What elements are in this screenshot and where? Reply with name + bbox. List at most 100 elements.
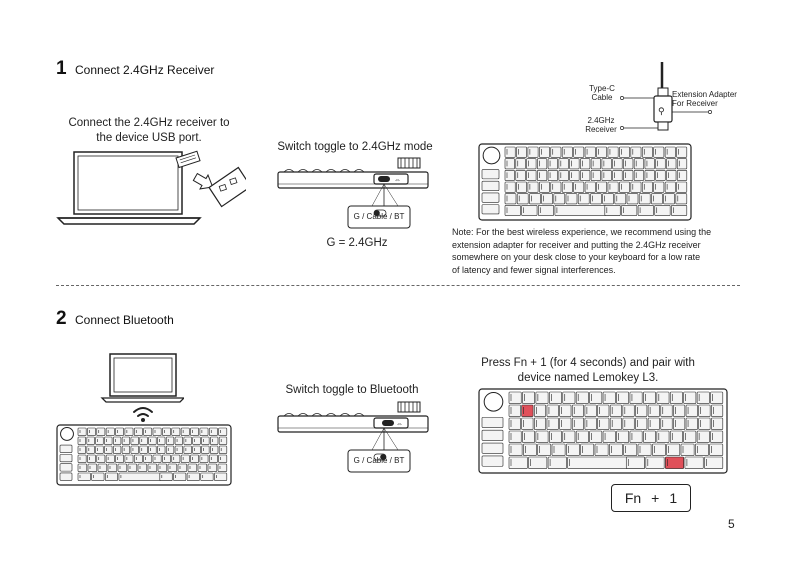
key bbox=[573, 181, 585, 193]
key bbox=[546, 404, 559, 417]
macro-key bbox=[59, 444, 73, 453]
key bbox=[515, 170, 526, 181]
key bbox=[539, 146, 550, 158]
key bbox=[77, 472, 91, 481]
key bbox=[654, 205, 671, 216]
key bbox=[183, 436, 192, 445]
key bbox=[683, 391, 697, 404]
key bbox=[104, 472, 119, 481]
key bbox=[644, 170, 655, 181]
key bbox=[637, 205, 654, 216]
key bbox=[77, 463, 88, 472]
key bbox=[546, 417, 559, 430]
svg-text:⇔: ⇔ bbox=[396, 421, 403, 428]
key bbox=[676, 181, 688, 193]
key bbox=[571, 404, 584, 417]
key bbox=[626, 193, 639, 205]
adapter-label: Extension Adapter For Receiver bbox=[672, 90, 752, 108]
macro-key bbox=[481, 180, 500, 191]
macro-key bbox=[481, 192, 500, 203]
key bbox=[645, 456, 665, 469]
toggle-label-2: G / Cable / BT bbox=[353, 456, 405, 465]
key bbox=[180, 427, 190, 436]
laptop-bluetooth-illustration bbox=[100, 353, 184, 422]
key bbox=[561, 181, 573, 193]
key bbox=[630, 181, 642, 193]
key bbox=[577, 193, 590, 205]
key bbox=[710, 430, 724, 443]
key-1-label: 1 bbox=[669, 490, 678, 506]
key bbox=[643, 430, 656, 443]
key bbox=[210, 445, 219, 454]
key bbox=[573, 146, 585, 158]
key bbox=[526, 158, 537, 170]
key bbox=[504, 205, 521, 216]
key bbox=[157, 463, 168, 472]
key bbox=[174, 445, 183, 454]
section1-number: 1 bbox=[56, 58, 67, 79]
key bbox=[655, 170, 666, 181]
key bbox=[105, 427, 115, 436]
key bbox=[547, 456, 567, 469]
highlighted-key bbox=[665, 456, 685, 469]
key bbox=[508, 404, 521, 417]
key bbox=[559, 404, 572, 417]
key bbox=[666, 158, 677, 170]
key bbox=[622, 404, 635, 417]
key bbox=[199, 427, 209, 436]
key bbox=[148, 445, 157, 454]
key bbox=[562, 391, 576, 404]
key bbox=[96, 454, 106, 463]
macro-key bbox=[481, 429, 504, 441]
key bbox=[550, 181, 562, 193]
key bbox=[148, 436, 157, 445]
key bbox=[596, 146, 608, 158]
note-line-1: Note: For the best wireless experience, … bbox=[452, 227, 712, 237]
key bbox=[641, 146, 653, 158]
key bbox=[671, 205, 688, 216]
key bbox=[656, 391, 670, 404]
key bbox=[623, 170, 634, 181]
key bbox=[190, 427, 199, 436]
key bbox=[547, 158, 558, 170]
key bbox=[602, 193, 614, 205]
key bbox=[589, 391, 603, 404]
key bbox=[641, 181, 653, 193]
key bbox=[133, 427, 143, 436]
key bbox=[698, 417, 711, 430]
key bbox=[589, 430, 603, 443]
key bbox=[165, 445, 175, 454]
key bbox=[616, 430, 630, 443]
key bbox=[171, 454, 181, 463]
key bbox=[565, 193, 578, 205]
key-plus-label: + bbox=[651, 490, 660, 506]
key bbox=[508, 456, 528, 469]
key bbox=[676, 158, 688, 170]
key bbox=[504, 181, 516, 193]
receiver-label-line1: 2.4GHz bbox=[587, 116, 615, 125]
key bbox=[644, 158, 655, 170]
highlighted-key bbox=[521, 404, 534, 417]
key bbox=[569, 170, 580, 181]
pair-caption-line2: device named Lemokey L3. bbox=[517, 372, 659, 384]
keyboard-top-2 bbox=[478, 388, 728, 474]
key bbox=[139, 436, 148, 445]
key bbox=[660, 417, 673, 430]
key bbox=[162, 427, 171, 436]
key bbox=[547, 170, 558, 181]
key bbox=[112, 436, 122, 445]
mode-label: G = 2.4GHz bbox=[326, 237, 388, 249]
laptop-receiver-illustration bbox=[56, 150, 246, 225]
key bbox=[597, 417, 610, 430]
key bbox=[121, 445, 131, 454]
key bbox=[666, 443, 681, 456]
key bbox=[201, 445, 210, 454]
key bbox=[192, 445, 201, 454]
key bbox=[680, 443, 695, 456]
key-fn-label: Fn bbox=[624, 490, 642, 506]
typec-label-line1: Type-C bbox=[589, 84, 615, 93]
key bbox=[522, 430, 535, 443]
key bbox=[575, 430, 589, 443]
key bbox=[157, 436, 166, 445]
key bbox=[91, 472, 105, 481]
